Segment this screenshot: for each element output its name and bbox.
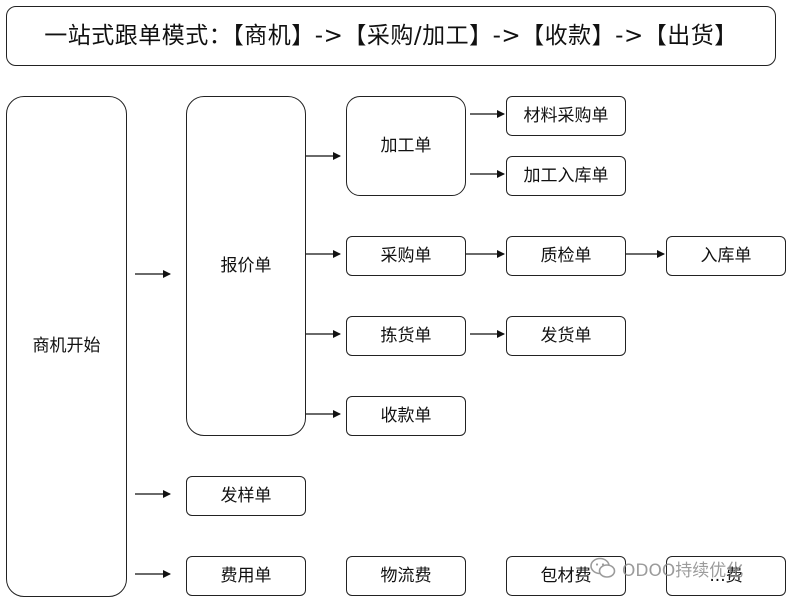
node-quality-check: 质检单: [506, 236, 626, 276]
node-purchase: 采购单: [346, 236, 466, 276]
node-processing-inbound: 加工入库单: [506, 156, 626, 196]
node-delivery: 发货单: [506, 316, 626, 356]
node-processing: 加工单: [346, 96, 466, 196]
watermark-text: ODOO持续优化: [622, 560, 744, 581]
node-logistics-fee: 物流费: [346, 556, 466, 596]
node-expense: 费用单: [186, 556, 306, 596]
node-quote: 报价单: [186, 96, 306, 436]
watermark: ODOO持续优化: [590, 555, 743, 581]
node-start: 商机开始: [6, 96, 127, 597]
node-material-purchase: 材料采购单: [506, 96, 626, 136]
page-title: 一站式跟单模式：【商机】->【采购/加工】->【收款】->【出货】: [6, 6, 776, 66]
node-other-fee: ...费: [666, 556, 786, 596]
wechat-icon: [590, 557, 616, 578]
node-inbound: 入库单: [666, 236, 786, 276]
node-sample: 发样单: [186, 476, 306, 516]
node-receipt: 收款单: [346, 396, 466, 436]
node-picking: 拣货单: [346, 316, 466, 356]
